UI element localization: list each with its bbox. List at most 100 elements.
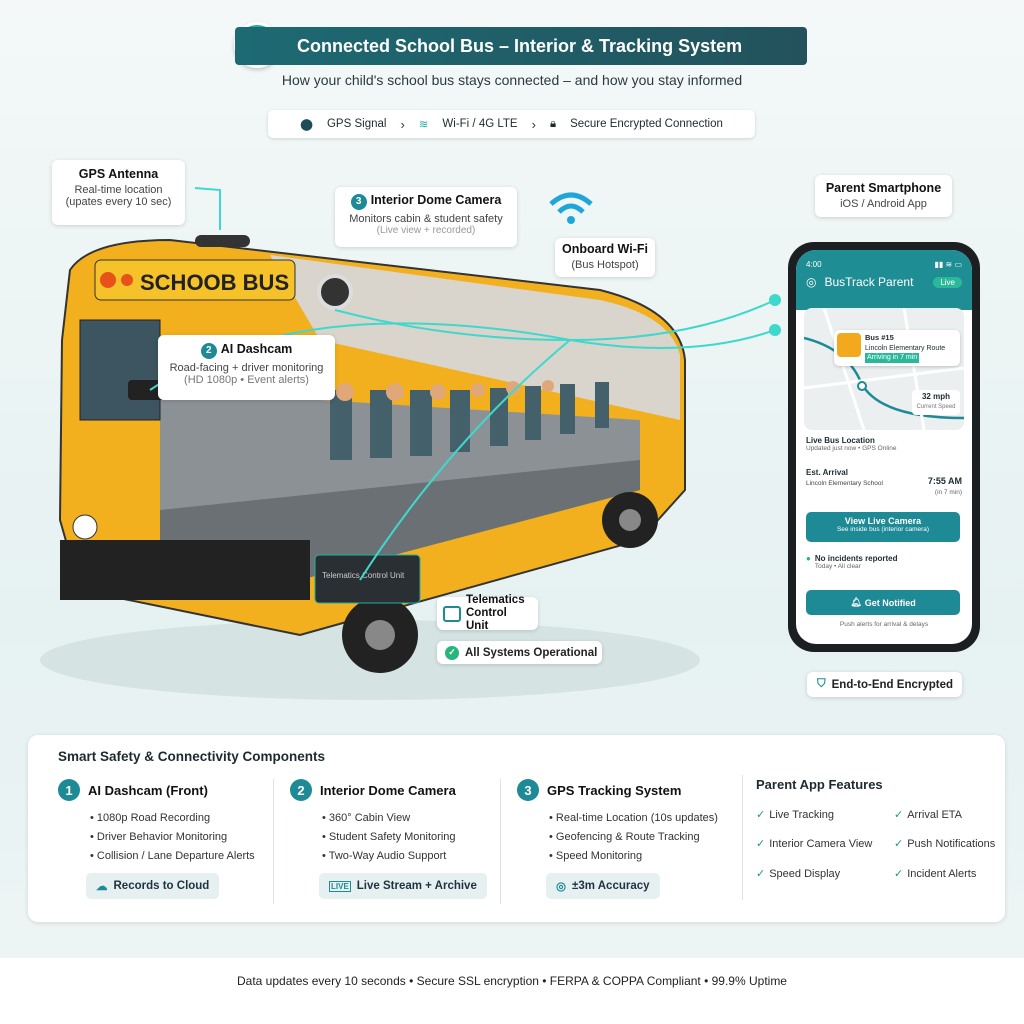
search-location-icon[interactable]: ◎ xyxy=(806,275,817,289)
callout-text: (Live view + recorded) xyxy=(376,224,476,236)
check-circle-icon: ● xyxy=(806,554,811,563)
telematics-box xyxy=(314,554,421,604)
bus-cutaway-illustration: SCHOOB BUS Telematics Control Unit xyxy=(40,187,781,700)
button-label: View Live Camera xyxy=(844,516,922,526)
status-text: All Systems Operational xyxy=(465,646,598,659)
bell-icon: 🔔︎ xyxy=(850,597,862,607)
page-title: Connected School Bus – Interior & Tracki… xyxy=(235,27,807,65)
system-status-badge: ✓ All Systems Operational xyxy=(437,641,602,664)
speed-value: 32 mph xyxy=(921,392,950,401)
encryption-text: End-to-End Encrypted xyxy=(831,678,954,691)
component-feature: Real-time Location (10s updates) xyxy=(549,809,718,828)
signal-battery-icon: ▮▮ ≋ ▭ xyxy=(934,260,962,269)
callout-title: Interior Dome Camera xyxy=(370,193,502,207)
panel-title: Smart Safety & Connectivity Components xyxy=(58,749,326,764)
component-title: GPS Tracking System xyxy=(547,782,682,798)
callout-title: GPS Antenna xyxy=(78,167,159,181)
records-to-cloud-tag: ☁Records to Cloud xyxy=(86,873,220,899)
component-gps-tracking: 3 GPS Tracking SystemReal-time Location (… xyxy=(517,779,718,866)
check-icon: ✓ xyxy=(756,838,766,850)
component-feature: Geofencing & Route Tracking xyxy=(549,828,718,847)
callout-title: AI Dashcam xyxy=(220,342,293,356)
step-number: 3 xyxy=(517,779,539,801)
feature-label: Interior Camera View xyxy=(769,838,873,850)
component-feature: Speed Monitoring xyxy=(549,847,718,866)
bus-route: Lincoln Elementary Route xyxy=(865,344,946,352)
feature-label: Push Notifications xyxy=(907,838,996,850)
check-icon: ✓ xyxy=(894,809,904,821)
callout-text: Real-time location xyxy=(74,184,163,196)
callout-text: Monitors cabin & student safety xyxy=(349,212,503,225)
bus-icon xyxy=(837,333,861,357)
target-icon: ◎ xyxy=(556,881,567,893)
callout-text: iOS / Android App xyxy=(840,198,927,210)
get-notified-button[interactable]: 🔔︎Get Notified xyxy=(806,590,960,615)
callout-title: Parent Smartphone xyxy=(825,181,942,195)
wifi-icon: ≋ xyxy=(418,119,429,131)
bus-roof-interior xyxy=(270,255,680,420)
check-circle-icon: ✓ xyxy=(445,645,459,660)
check-icon: ✓ xyxy=(756,868,766,880)
component-title: Interior Dome Camera xyxy=(320,782,456,798)
component-ai-dashcam: 1AI Dashcam (Front)1080p Road RecordingD… xyxy=(58,779,255,866)
arrival-badge: Arriving in 7 min xyxy=(865,353,920,363)
location-pin-icon: ⬤ xyxy=(300,119,313,131)
features-title: Parent App Features xyxy=(756,777,883,792)
component-feature: 1080p Road Recording xyxy=(90,809,255,828)
component-title: AI Dashcam (Front) xyxy=(88,782,208,798)
bus-sign xyxy=(94,259,296,301)
smartphone-callout: Parent Smartphone iOS / Android App xyxy=(815,175,952,217)
components-panel: Smart Safety & Connectivity Components 1… xyxy=(28,735,1005,922)
speed-label: Current Speed xyxy=(916,404,956,410)
button-label: Get Notified xyxy=(864,597,916,608)
callout-title: Onboard Wi-Fi xyxy=(562,242,648,256)
check-icon: ✓ xyxy=(894,838,904,850)
eta-school: Lincoln Elementary School xyxy=(806,480,883,487)
gps-signal-label: GPS Signal xyxy=(326,118,387,130)
feature-label: Arrival ETA xyxy=(907,809,963,821)
component-feature: Student Safety Monitoring xyxy=(322,828,456,847)
secure-connection-label: Secure Encrypted Connection xyxy=(570,118,723,130)
gps-antenna xyxy=(195,235,250,247)
signal-node xyxy=(769,294,781,306)
callout-title: Telematics Control Unit xyxy=(466,594,525,632)
chevron-right-icon: › xyxy=(400,116,405,132)
callout-text: (Bus Hotspot) xyxy=(571,259,639,271)
divider xyxy=(273,779,274,904)
step-number: 2 xyxy=(290,779,312,801)
location-title: Live Bus Location xyxy=(806,436,875,445)
eta-countdown: (in 7 min) xyxy=(934,489,962,496)
feature-label: Speed Display xyxy=(769,868,841,880)
component-feature: Driver Behavior Monitoring xyxy=(90,828,255,847)
tag-label: ±3m Accuracy xyxy=(572,880,650,892)
feature-item: ✓Interior Camera View xyxy=(756,837,872,850)
wifi-lte-label: Wi-Fi / 4G LTE xyxy=(442,118,518,130)
front-bumper xyxy=(60,540,310,600)
chip-icon xyxy=(443,605,461,622)
divider xyxy=(742,775,743,900)
location-status: Updated just now • GPS Online xyxy=(806,445,897,452)
live-badge: Live xyxy=(933,276,962,288)
divider xyxy=(500,779,501,904)
signal-node xyxy=(769,324,781,336)
page-subtitle: How your child's school bus stays connec… xyxy=(281,72,743,88)
eta-title: Est. Arrival xyxy=(806,468,848,477)
check-icon: ✓ xyxy=(894,868,904,880)
component-feature: Collision / Lane Departure Alerts xyxy=(90,847,255,866)
step-number: 2 xyxy=(200,342,217,359)
incidents-status: Today • All clear xyxy=(814,563,861,570)
lock-icon: 🔒︎ xyxy=(549,117,557,130)
